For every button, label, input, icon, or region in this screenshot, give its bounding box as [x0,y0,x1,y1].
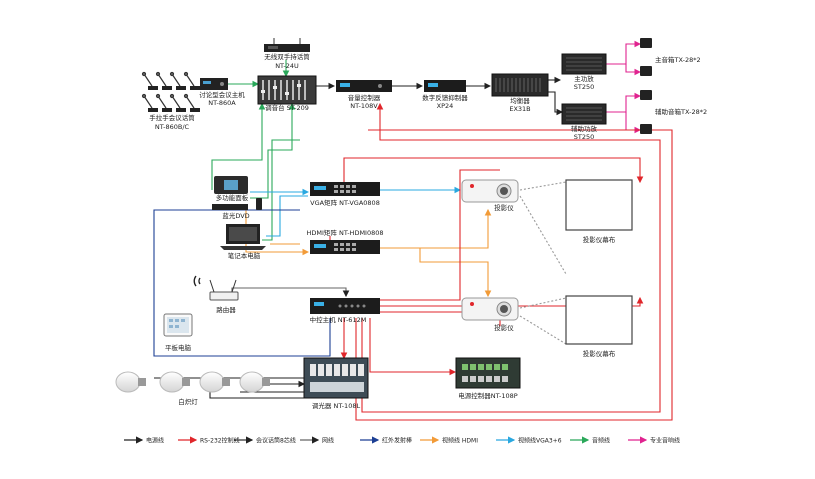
power-controller [455,357,521,389]
signal-line [548,91,564,116]
bluray-label: 蓝光DVD [222,211,249,220]
hdmi-matrix-label: HDMI矩阵 NT-HDMI0808 [306,228,383,237]
rs232-line [343,157,644,184]
legend-label: RS-232控制线 [200,437,240,445]
hdmi-line [245,204,310,256]
divider-model: EX31B [509,105,530,113]
aux-amplifier [561,103,607,125]
rs232-line [369,318,457,376]
projector-2 [461,297,519,321]
screen-2-label: 投影仪幕布 [583,349,616,358]
remote-icon [256,198,262,210]
projector-2-label: 投影仪 [494,323,514,332]
central-controller [310,298,380,314]
mixer-label: 调音台 ST-209 [265,103,309,112]
legend-label: 视频线 HDMI [442,437,478,445]
audio-ctrl-model: NT-108V [350,102,378,110]
vga-matrix-label: VGA矩阵 NT-VGA0808 [310,198,380,207]
audio-controller [336,80,392,92]
feedback-suppressor [424,80,466,92]
router [209,279,239,301]
speaker-line [625,64,642,76]
main-amp-label: 主功放 [574,74,594,83]
aux-amp-model: ST250 [574,133,595,141]
multi-panel-label: 多功能面板 [216,193,249,202]
bluray-player [212,204,248,210]
audio-line [250,102,296,199]
wireless-mic-receiver [264,38,310,52]
wireless-mic-label: 无线双手持话筒 [264,52,310,61]
laptop [220,224,266,250]
feedback-model: XP24 [437,102,454,110]
conf-host-model: NT-860A [208,99,236,107]
lamps-label: 白炽灯 [178,397,198,406]
hand-mic-model: NT-860B/C [155,123,190,131]
hand-mic-label: 手拉手会议话筒 [149,113,195,122]
speaker-line [625,112,642,134]
hdmi-line [380,208,492,249]
legend-label: 视频线VGA3+6 [518,437,562,445]
audio-line [211,102,266,190]
legend-label: 专业音响线 [650,437,680,445]
speaker-icon [640,38,652,134]
rs232-line [378,169,500,301]
conf-host-label: 讨论型会议主机 [199,90,245,99]
power-ctrl-label: 电源控制器NT-108P [458,391,517,400]
tablet [163,313,193,337]
hdmi-line [419,248,492,298]
lamp-icon [115,371,270,393]
ir-line [153,209,331,357]
router-label: 路由器 [216,305,236,314]
speaker-line [606,40,642,65]
wifi-icon [193,275,201,287]
projection-screen-1 [565,179,633,231]
speaker-line [606,92,642,113]
conference-host [200,78,228,90]
legend-label: 红外发射棒 [382,437,412,445]
divider-label: 均衡器 [510,96,530,105]
screen-1-label: 投影仪幕布 [583,235,616,244]
main-amp-model: ST250 [574,83,595,91]
laptop-label: 笔记本电脑 [228,251,261,260]
vga-line [266,195,308,237]
multifunction-panel [214,176,248,194]
aux-speaker-label: 辅助音箱TX-28*2 [655,107,707,116]
projection-screen-2 [565,295,633,345]
main-amplifier [561,53,607,75]
tablet-label: 平板电脑 [165,343,192,352]
vga-matrix [310,182,380,196]
projector-1 [461,179,519,203]
dimmer [303,357,369,399]
central-label: 中控主机 NT-612M [310,315,367,324]
mixer [257,75,317,105]
dimmer-label: 调光器 NT-108L [312,401,361,410]
legend-label: 网线 [322,437,334,445]
audio-ctrl-label: 音量控制器 [348,93,381,102]
wireless-mic-model: NT-24U [275,62,299,70]
legend-label: 音频线 [592,437,610,445]
aux-amp-label: 辅助功放 [571,124,598,133]
legend-label: 会议话筒8芯线 [256,437,296,445]
projector-1-label: 投影仪 [494,203,514,212]
legend: 电源线 RS-232控制线 会议话筒8芯线 网线 红外发射棒 视频线 HDMI 视频线VGA… [124,436,680,445]
hdmi-matrix [310,240,380,254]
legend-label: 电源线 [146,437,164,445]
feedback-label: 数字反馈抑制器 [422,93,468,102]
audio-line [262,139,300,241]
main-speaker-label: 主音箱TX-28*2 [655,55,701,64]
projection-dots [519,181,567,275]
conference-mics [141,71,200,112]
equalizer [491,73,549,97]
projection-dots [519,297,567,345]
